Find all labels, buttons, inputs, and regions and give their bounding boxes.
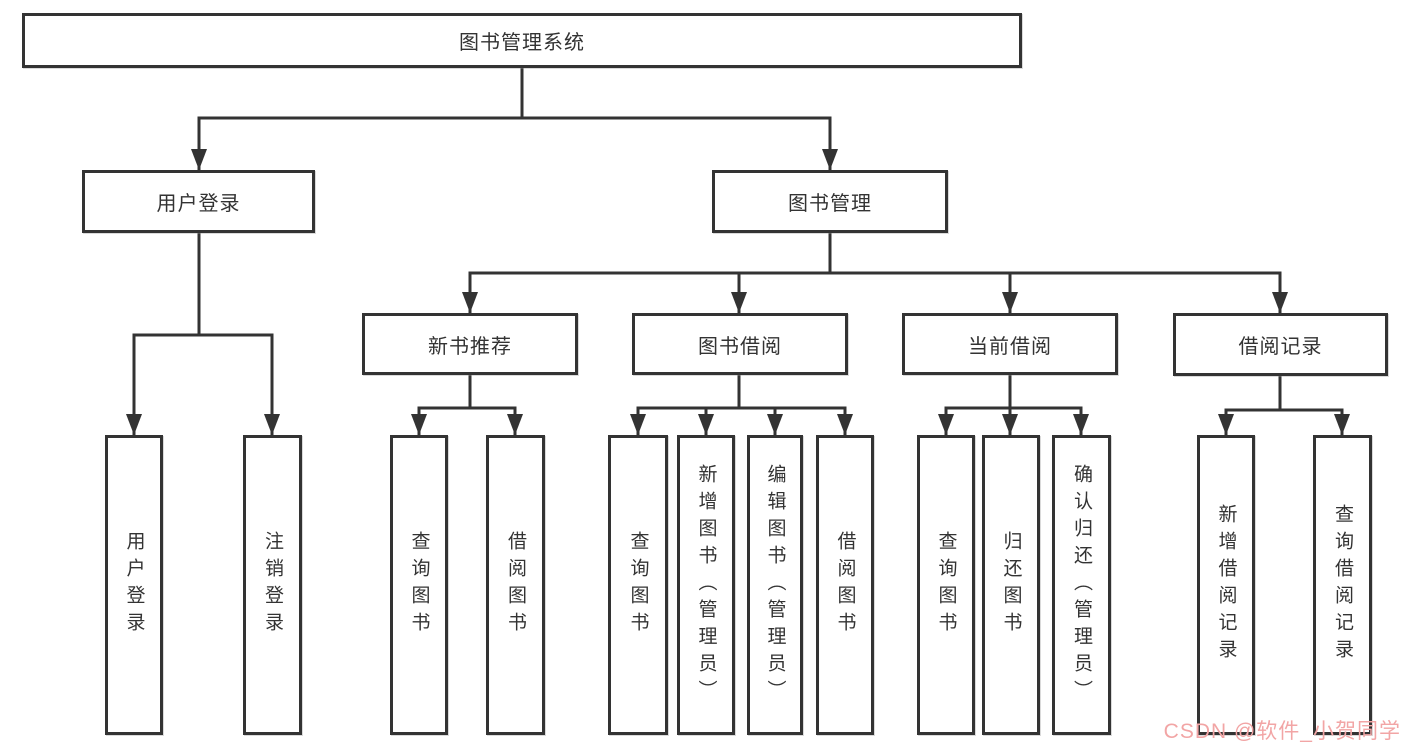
leaf-borrow-book-label: 借阅图书 [834, 531, 856, 639]
leaf-confirm-return-admin-label: 确认归还（管理员） [1071, 463, 1092, 707]
leaf-query-book-borrow: 查询图书 [608, 435, 668, 735]
node-book-management: 图书管理 [712, 170, 948, 233]
node-current-borrow: 当前借阅 [902, 313, 1118, 375]
leaf-query-book-recommend: 查询图书 [390, 435, 448, 735]
leaf-add-borrow-record-label: 新增借阅记录 [1215, 504, 1237, 666]
leaf-add-book-admin-label: 新增图书（管理员） [695, 463, 717, 707]
leaf-borrow-book: 借阅图书 [816, 435, 874, 735]
leaf-return-book-label: 归还图书 [1000, 531, 1022, 639]
leaf-logout: 注销登录 [243, 435, 302, 735]
node-borrow-record-label: 借阅记录 [1238, 336, 1323, 358]
leaf-edit-book-admin: 编辑图书（管理员） [747, 435, 803, 735]
leaf-borrow-book-recommend: 借阅图书 [486, 435, 545, 735]
leaf-query-book-borrow-label: 查询图书 [627, 531, 649, 639]
leaf-query-borrow-record: 查询借阅记录 [1313, 435, 1372, 735]
node-borrow-record: 借阅记录 [1173, 313, 1388, 376]
leaf-borrow-book-recommend-label: 借阅图书 [505, 531, 526, 639]
leaf-add-borrow-record: 新增借阅记录 [1197, 435, 1255, 735]
leaf-user-login-label: 用户登录 [123, 531, 145, 639]
leaf-confirm-return-admin: 确认归还（管理员） [1052, 435, 1111, 735]
node-root-label: 图书管理系统 [459, 32, 585, 54]
leaf-user-login: 用户登录 [105, 435, 163, 735]
watermark: CSDN @软件_小贺同学 [1163, 720, 1401, 743]
node-root: 图书管理系统 [22, 13, 1022, 68]
leaf-query-book-recommend-label: 查询图书 [408, 531, 430, 639]
leaf-query-borrow-record-label: 查询借阅记录 [1332, 504, 1353, 666]
arrowheads [126, 149, 1350, 435]
node-book-management-label: 图书管理 [788, 193, 872, 215]
leaf-edit-book-admin-label: 编辑图书（管理员） [764, 463, 786, 707]
node-new-book-recommend-label: 新书推荐 [428, 335, 512, 358]
node-current-borrow-label: 当前借阅 [968, 335, 1052, 358]
node-book-borrow-label: 图书借阅 [698, 335, 782, 358]
node-user-login: 用户登录 [82, 170, 315, 233]
leaf-logout-label: 注销登录 [262, 531, 283, 639]
leaf-add-book-admin: 新增图书（管理员） [677, 435, 735, 735]
leaf-query-book-current: 查询图书 [917, 435, 975, 735]
node-new-book-recommend: 新书推荐 [362, 313, 578, 375]
node-user-login-label: 用户登录 [156, 193, 241, 215]
leaf-return-book: 归还图书 [982, 435, 1040, 735]
node-book-borrow: 图书借阅 [632, 313, 848, 375]
leaf-query-book-current-label: 查询图书 [935, 531, 957, 639]
